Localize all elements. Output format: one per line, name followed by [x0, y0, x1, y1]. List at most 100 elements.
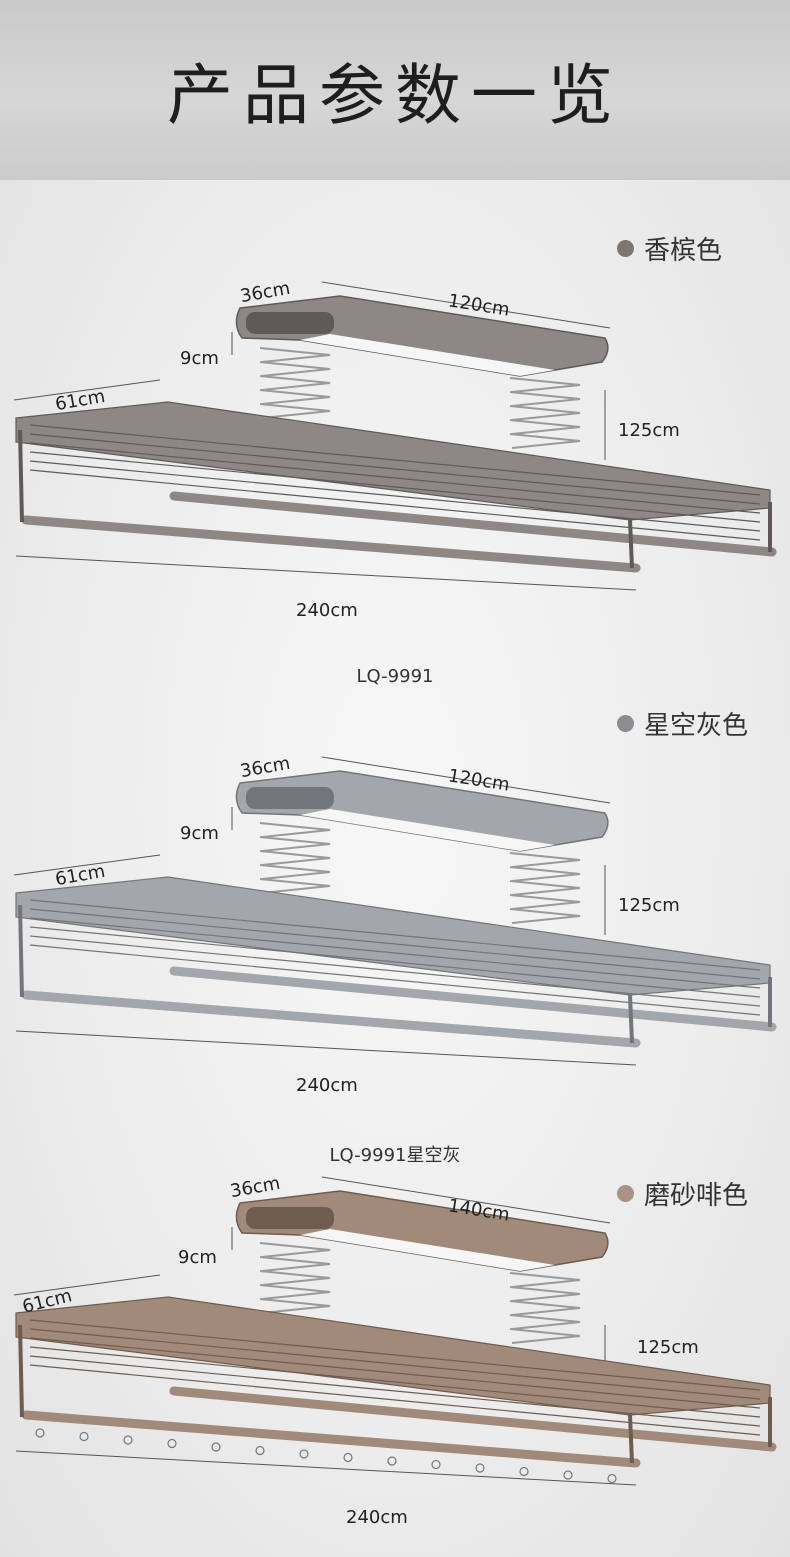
- led-light-panel: [300, 1229, 555, 1271]
- scissor-arm-right: [509, 1286, 581, 1302]
- dim-line-depth: [13, 1274, 161, 1296]
- rack-bar: [29, 451, 761, 523]
- led-light-panel: [300, 334, 555, 376]
- product-section-1: 香槟色 36cm 120cm 9cm 61cm 125cm 240cm LQ-9…: [0, 220, 790, 690]
- scissor-arm-right: [509, 433, 581, 449]
- color-name: 星空灰色: [644, 711, 749, 741]
- scissor-arm-right: [509, 1328, 581, 1344]
- control-panel: [246, 787, 334, 809]
- scissor-arm-left: [259, 850, 331, 866]
- page-title: 产品参数一览: [167, 57, 623, 134]
- rack-bar: [29, 899, 761, 971]
- scissor-arm-right: [509, 391, 581, 407]
- rack-bar: [29, 908, 761, 980]
- drying-rack-illustration: [13, 756, 777, 1066]
- motor-housing: [235, 295, 609, 377]
- scissor-arm-right: [509, 894, 581, 910]
- rack-bar: [29, 1364, 761, 1436]
- hanger-ring: [475, 1463, 485, 1473]
- scissor-arm-left: [259, 389, 331, 405]
- dim-height: 9cm: [178, 1247, 217, 1268]
- led-light-panel: [300, 809, 555, 851]
- hanging-rod-back: [169, 966, 777, 1032]
- motor-housing: [235, 1190, 609, 1272]
- hanger-ring: [299, 1449, 309, 1459]
- dim-line-depth: [13, 379, 161, 401]
- model-number: LQ-9991: [356, 666, 434, 687]
- rack-end-middle: [628, 519, 634, 569]
- scissor-arm-left: [259, 1270, 331, 1286]
- hanger-ring: [607, 1473, 617, 1484]
- dim-line-span: [15, 1030, 637, 1066]
- dim-span: 240cm: [296, 600, 358, 621]
- rack-bar: [29, 926, 761, 998]
- hanger-ring: [79, 1431, 89, 1442]
- scissor-arm-left: [259, 1298, 331, 1314]
- rack-end-middle: [628, 1414, 634, 1464]
- dim-line-span: [15, 555, 637, 591]
- scissor-arm-right: [509, 880, 581, 896]
- scissor-arm-left: [259, 822, 331, 838]
- color-name: 香槟色: [644, 236, 723, 266]
- rack-bar: [29, 1328, 761, 1400]
- rack-bar: [29, 944, 761, 1016]
- dim-lift: 125cm: [637, 1337, 699, 1358]
- scissor-arm-left: [259, 361, 331, 377]
- scissor-arm-right: [509, 405, 581, 421]
- scissor-arm-left: [259, 375, 331, 391]
- scissor-arm-left: [259, 864, 331, 880]
- hanging-rod-back: [169, 1386, 777, 1452]
- page-header: 产品参数一览: [0, 0, 790, 181]
- rack-bar: [29, 424, 761, 496]
- hanger-ring: [35, 1428, 45, 1438]
- dim-height: 9cm: [180, 823, 219, 844]
- hanger-ring: [343, 1452, 353, 1463]
- rack-end-left: [18, 904, 24, 998]
- dim-lift: 125cm: [618, 420, 680, 441]
- hanging-rod-front: [21, 990, 641, 1048]
- scissor-arm-left: [259, 878, 331, 894]
- hanger-ring: [563, 1470, 573, 1480]
- dim-line-depth: [13, 854, 161, 876]
- scissor-arm-right: [509, 908, 581, 924]
- color-swatch: 香槟色: [617, 230, 722, 267]
- dim-line-length: [321, 1176, 611, 1224]
- rack-end-middle: [628, 994, 634, 1044]
- rack-bar: [29, 442, 761, 514]
- drying-rack-illustration: [13, 1176, 777, 1486]
- rack-bar: [29, 1319, 761, 1391]
- rack-bar: [29, 460, 761, 532]
- hanging-rod-front: [21, 515, 641, 573]
- motor-housing: [235, 770, 609, 852]
- hanger-ring: [387, 1456, 397, 1466]
- rack-bar: [29, 1346, 761, 1418]
- color-swatch: 磨砂啡色: [617, 1175, 748, 1212]
- hanger-ring: [123, 1435, 133, 1445]
- control-panel: [246, 1207, 334, 1229]
- model-number: LQ-9991星空灰: [329, 1145, 461, 1166]
- product-list: 香槟色 36cm 120cm 9cm 61cm 125cm 240cm LQ-9…: [0, 180, 790, 1557]
- rack-end-left: [18, 429, 24, 523]
- rack-bar: [29, 917, 761, 989]
- dim-line-length: [321, 756, 611, 804]
- control-panel: [246, 312, 334, 334]
- hanger-ring: [211, 1442, 221, 1452]
- hanger-ring: [255, 1445, 265, 1456]
- scissor-arm-left: [259, 1284, 331, 1300]
- scissor-arm-right: [509, 419, 581, 435]
- color-dot-icon: [617, 715, 634, 732]
- scissor-arm-left: [259, 1256, 331, 1272]
- scissor-arm-right: [509, 866, 581, 882]
- rack-bar: [29, 935, 761, 1007]
- dim-line-span: [15, 1450, 637, 1486]
- product-section-2: 星空灰色 36cm 120cm 9cm 61cm 125cm 240cm LQ-…: [0, 695, 790, 1166]
- hanging-rod-front: [21, 1410, 641, 1468]
- rack-end-left: [18, 1324, 24, 1418]
- rack-bar: [29, 433, 761, 505]
- scissor-arm-right: [509, 377, 581, 393]
- rack-bar: [29, 1355, 761, 1427]
- scissor-arm-left: [259, 1242, 331, 1258]
- scissor-arm-left: [259, 836, 331, 852]
- dim-line-length: [321, 281, 611, 329]
- color-swatch: 星空灰色: [617, 705, 748, 742]
